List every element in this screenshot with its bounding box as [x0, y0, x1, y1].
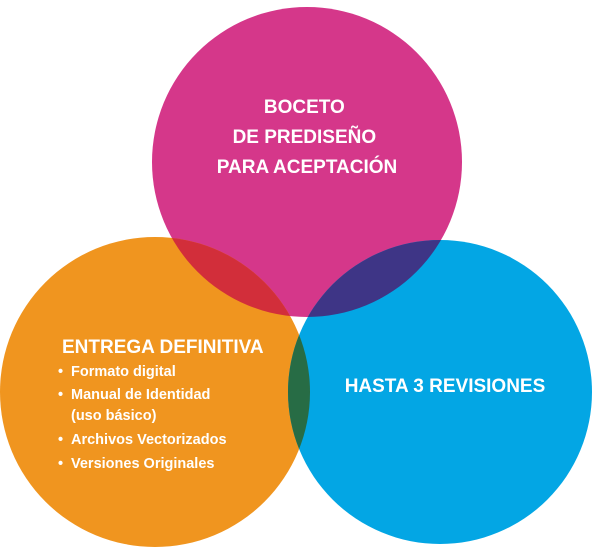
top-label-line: BOCETO [264, 97, 345, 118]
bullet-icon: • [58, 387, 63, 403]
circle-boceto [152, 7, 462, 317]
list-item: Archivos Vectorizados [71, 432, 227, 448]
right-circle-title: HASTA 3 REVISIONES [345, 376, 546, 397]
list-item: Formato digital [71, 364, 176, 380]
top-label-line: DE PREDISEÑO [233, 126, 377, 148]
circle-hasta-3-revisiones [288, 240, 592, 544]
top-label-line: PARA ACEPTACIÓN [217, 156, 398, 178]
deliverables-list: • Formato digital • Manual de Identidad … [58, 364, 227, 472]
bullet-icon: • [58, 456, 63, 472]
circle-entrega-definitiva [0, 237, 310, 547]
list-item: Manual de Identidad [71, 387, 210, 403]
left-circle-title: ENTREGA DEFINITIVA [62, 337, 264, 358]
bullet-icon: • [58, 432, 63, 448]
bullet-icon: • [58, 364, 63, 380]
list-item: Versiones Originales [71, 456, 214, 472]
top-circle-label: BOCETO DE PREDISEÑO PARA ACEPTACIÓN [217, 97, 398, 178]
list-item: (uso básico) [71, 408, 157, 424]
